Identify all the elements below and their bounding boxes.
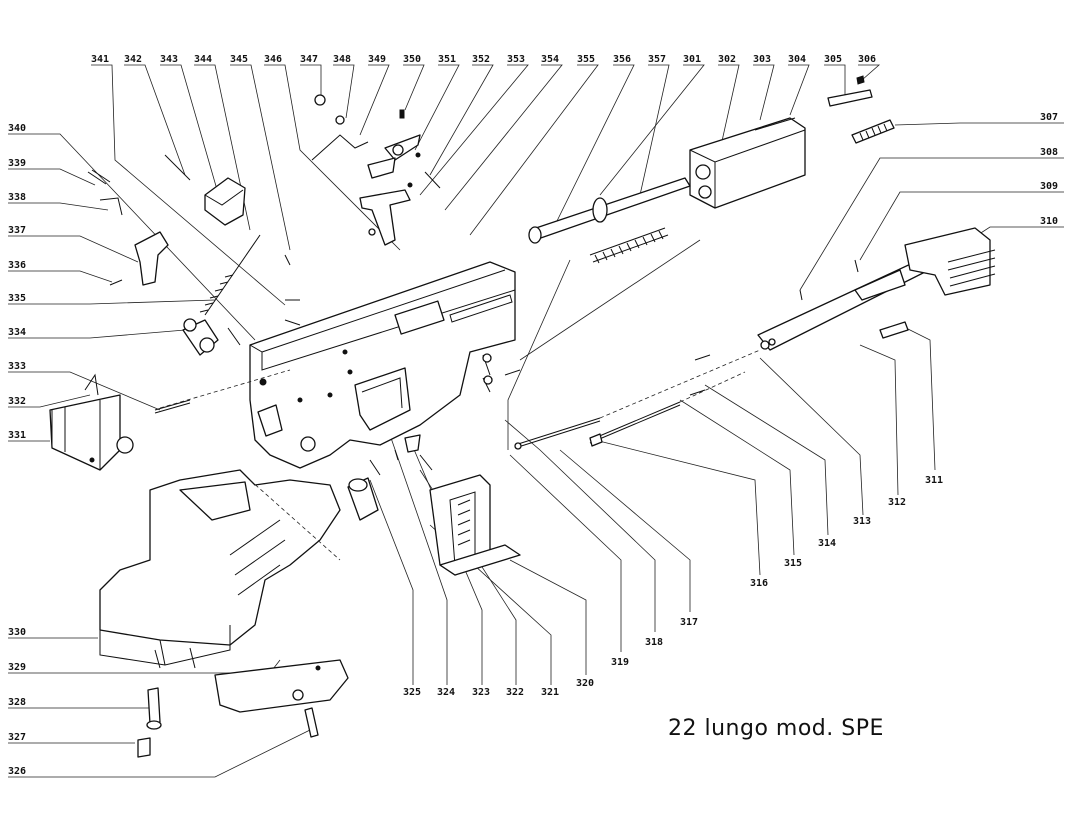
label-338: 338 [8,192,26,203]
label-316: 316 [750,578,768,589]
label-309: 309 [1040,181,1058,192]
label-335: 335 [8,293,26,304]
label-344: 344 [194,54,212,65]
label-333: 333 [8,361,26,372]
label-354: 354 [541,54,559,65]
label-318: 318 [645,637,663,648]
label-340: 340 [8,123,26,134]
label-341: 341 [91,54,109,65]
label-339: 339 [8,158,26,169]
label-310: 310 [1040,216,1058,227]
label-328: 328 [8,697,26,708]
firing-pin-assembly [514,259,909,450]
label-321: 321 [541,687,559,698]
left-part-labels: 340 339 338 337 336 335 334 333 332 331 … [8,123,26,777]
grip-plate [214,659,349,713]
label-304: 304 [788,54,806,65]
label-334: 334 [8,327,26,338]
grip [99,469,341,669]
label-336: 336 [8,260,26,271]
label-345: 345 [230,54,248,65]
grip-screws [137,687,319,758]
magazine [429,474,521,576]
label-329: 329 [8,662,26,673]
bottom-part-labels: 311 312 313 314 315 316 317 318 319 320 … [403,475,943,698]
label-322: 322 [506,687,524,698]
label-311: 311 [925,475,943,486]
label-350: 350 [403,54,421,65]
label-332: 332 [8,396,26,407]
alignment-lines [159,349,761,561]
guide-rod [528,177,691,244]
label-348: 348 [333,54,351,65]
label-317: 317 [680,617,698,628]
leader-lines [8,64,1064,778]
label-305: 305 [824,54,842,65]
label-302: 302 [718,54,736,65]
label-315: 315 [784,558,802,569]
top-small-parts [311,75,895,246]
label-327: 327 [8,732,26,743]
label-319: 319 [611,657,629,668]
label-325: 325 [403,687,421,698]
label-357: 357 [648,54,666,65]
label-346: 346 [264,54,282,65]
label-301: 301 [683,54,701,65]
top-part-labels: 341 342 343 344 345 346 347 348 349 350 … [91,54,876,65]
label-308: 308 [1040,147,1058,158]
right-part-labels: 307 308 309 310 [1040,112,1058,227]
barrel-assembly [757,227,996,351]
label-312: 312 [888,497,906,508]
label-307: 307 [1040,112,1058,123]
label-326: 326 [8,766,26,777]
slide-block [689,117,806,209]
label-331: 331 [8,430,26,441]
label-323: 323 [472,687,490,698]
label-324: 324 [437,687,455,698]
label-349: 349 [368,54,386,65]
label-330: 330 [8,627,26,638]
label-303: 303 [753,54,771,65]
label-320: 320 [576,678,594,689]
label-337: 337 [8,225,26,236]
label-353: 353 [507,54,525,65]
label-347: 347 [300,54,318,65]
diagram-caption: 22 lungo mod. SPE [668,716,884,741]
label-351: 351 [438,54,456,65]
frame-receiver [249,261,516,469]
left-small-parts [87,154,301,414]
label-355: 355 [577,54,595,65]
label-313: 313 [853,516,871,527]
rear-sight-plate [49,373,134,471]
label-306: 306 [858,54,876,65]
label-342: 342 [124,54,142,65]
label-352: 352 [472,54,490,65]
lower-small-parts [347,353,521,521]
recoil-spring [589,227,669,264]
label-356: 356 [613,54,631,65]
label-314: 314 [818,538,836,549]
label-343: 343 [160,54,178,65]
